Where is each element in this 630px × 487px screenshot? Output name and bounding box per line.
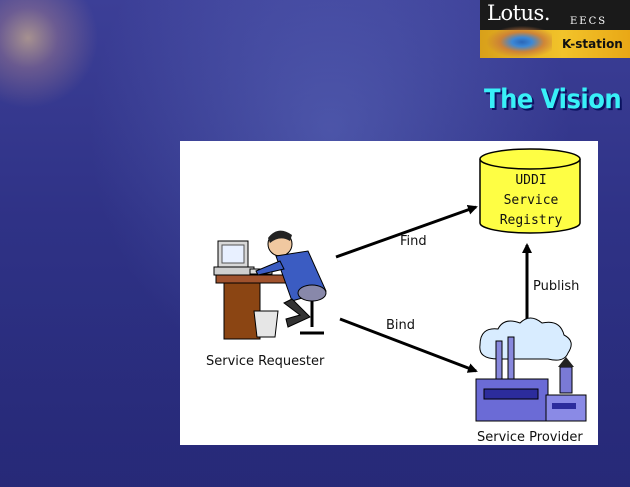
diagram-canvas — [213, 148, 587, 422]
registry-label-line2: Service — [503, 193, 559, 208]
slide-title: The Vision — [484, 84, 622, 115]
logo-brand: Lotus. — [487, 1, 551, 25]
registry-cylinder — [479, 148, 581, 234]
registry-label-line1: UDDI — [515, 173, 547, 188]
bind-label: Bind — [386, 318, 416, 333]
registry-label-line3: Registry — [499, 213, 563, 228]
registry-label: UDDI Service Registry — [486, 171, 576, 231]
find-arrow — [335, 204, 478, 259]
logo-swirl-graphic — [482, 26, 552, 58]
logo-product: K-station — [562, 37, 623, 51]
logo-banner: Lotus. EECS K-station — [480, 0, 630, 58]
diagram-panel: UDDI Service Registry Find Bind Publish … — [180, 141, 598, 445]
requester-clipart — [213, 230, 327, 340]
find-label: Find — [400, 234, 427, 249]
logo-dept: EECS — [570, 16, 608, 27]
logo-dark-strip — [480, 0, 630, 30]
service-requester-label: Service Requester — [206, 354, 325, 369]
publish-label: Publish — [533, 279, 580, 294]
service-provider-label: Service Provider — [477, 430, 583, 445]
bind-arrow — [339, 317, 478, 373]
provider-clipart — [475, 317, 587, 422]
